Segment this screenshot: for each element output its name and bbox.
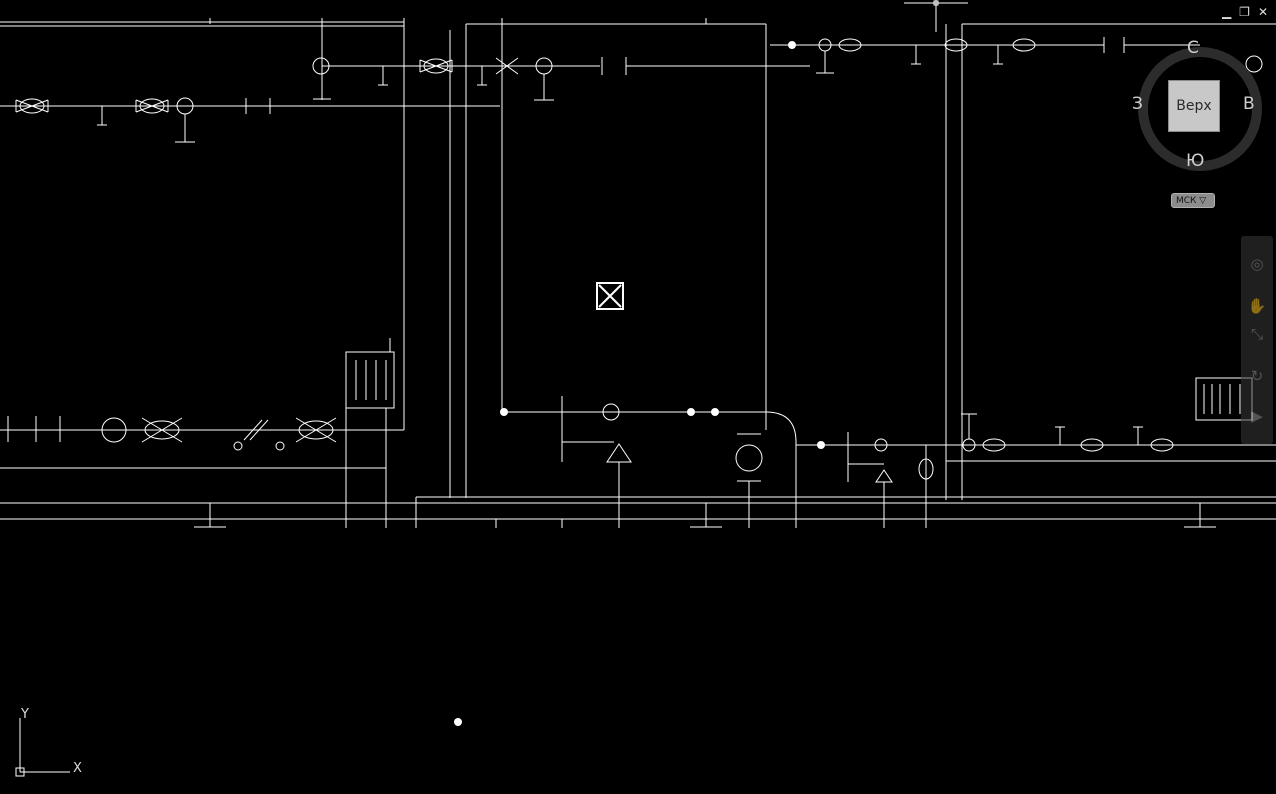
node-marker (500, 408, 508, 416)
gate-valve (19, 98, 45, 114)
node-marker (788, 41, 796, 49)
cursor-pickbox (596, 282, 624, 310)
compass-north[interactable]: С (1187, 38, 1199, 58)
node-marker (933, 0, 939, 6)
ucs-y-label: Y (20, 707, 29, 722)
navigation-bar: ◎ ✋ ⤡ ↻ ▶ (1241, 236, 1273, 444)
node-marker (454, 718, 462, 726)
filter-symbol (606, 443, 632, 463)
gate-valve (1080, 438, 1104, 452)
viewcube-top-face[interactable]: Верх (1168, 80, 1220, 132)
pipe-bend (765, 411, 797, 443)
compass-east[interactable]: В (1243, 94, 1255, 114)
gate-valve (423, 58, 449, 74)
minimize-button[interactable]: ▁ (1221, 5, 1232, 19)
node-marker (817, 441, 825, 449)
cursor-pickbox (598, 284, 622, 308)
gate-valve (295, 417, 337, 443)
pump-symbol (101, 417, 127, 443)
close-button[interactable]: ✕ (1257, 5, 1268, 19)
gate-valve (1150, 438, 1174, 452)
check-valve (495, 57, 519, 75)
gate-valve (135, 99, 169, 113)
pump-symbol (735, 444, 763, 472)
gate-valve (1012, 38, 1036, 52)
pump-symbol (312, 57, 330, 75)
heat-exchanger (355, 360, 387, 400)
heat-exchanger (345, 351, 395, 409)
filter-symbol (875, 469, 893, 483)
instrument-tap (275, 441, 285, 451)
pan-icon[interactable]: ✋ (1247, 297, 1267, 315)
pump-symbol (602, 403, 620, 421)
pump-symbol (874, 438, 888, 452)
orbit-icon[interactable]: ↻ (1250, 367, 1264, 385)
restore-button[interactable]: ❐ (1239, 5, 1250, 19)
window-controls: ▁ ❐ ✕ (1222, 6, 1268, 18)
gate-valve (838, 38, 862, 52)
ucs-x-label: X (73, 761, 82, 776)
zoom-extents-icon[interactable]: ⤡ (1250, 325, 1263, 343)
gate-valve (139, 98, 165, 114)
node-marker (711, 408, 719, 416)
gate-valve (144, 420, 180, 440)
pump-symbol (1245, 55, 1263, 73)
steering-wheel-icon[interactable]: ◎ (1250, 255, 1264, 273)
ucs-menu-button[interactable]: МСК ▽ (1171, 193, 1215, 208)
compass-west[interactable]: З (1132, 94, 1143, 114)
node-marker (687, 408, 695, 416)
showmotion-icon[interactable]: ▶ (1251, 407, 1263, 425)
gate-valve (982, 438, 1006, 452)
gate-valve (944, 38, 968, 52)
instrument-tap (233, 441, 243, 451)
check-valve (243, 419, 269, 441)
gate-valve (15, 99, 49, 113)
compass-south[interactable]: Ю (1186, 151, 1205, 171)
ucs-icon (15, 767, 25, 777)
viewcube-compass-ring[interactable] (1138, 47, 1262, 171)
gate-valve (141, 417, 183, 443)
gate-valve (298, 420, 334, 440)
viewcube[interactable]: Верх С Ю З В (1132, 38, 1262, 171)
gate-valve (419, 59, 453, 73)
heat-exchanger (1203, 384, 1241, 414)
